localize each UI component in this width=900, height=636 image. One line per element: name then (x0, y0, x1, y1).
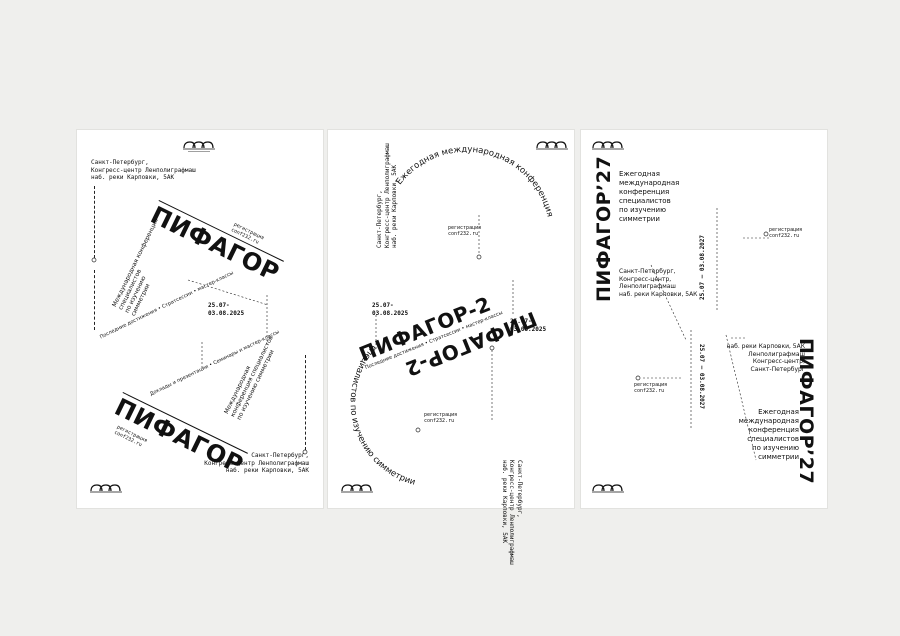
registration-text: регистрация conf232.ru (769, 227, 803, 239)
subtitle-2-text: Ежегодная международная конференция спец… (738, 408, 799, 461)
arc-graphics: Ежегодная международная конференция спец… (348, 145, 555, 488)
conference-logo-icon (183, 141, 215, 152)
connector-lines (91, 257, 308, 455)
location-2-text: Санкт-Петербург, Конгресс-центр Ленполиг… (204, 452, 309, 474)
conference-logo-icon (90, 484, 122, 493)
poster-pifagor-1: Санкт-Петербург, Конгресс-центр Ленполиг… (77, 130, 323, 508)
dates-text: 25.07- 03.08.2025 (372, 302, 409, 317)
dates-text: 25.07- 03.08.2025 (208, 302, 245, 317)
location-2-text: наб. реки Карповки, 5АК Ленполиграфмаш К… (726, 343, 805, 373)
conference-logo-icon (592, 141, 624, 150)
arc-top-text: Ежегодная международная конференция (394, 145, 554, 218)
connector-lines (635, 208, 769, 461)
registration-2-text: регистрация conf232.ru (424, 412, 458, 424)
subtitle-text: Ежегодная международная конференция спец… (619, 170, 680, 223)
location-text: Санкт-Петербург, Конгресс-центр Ленполиг… (91, 159, 196, 181)
location-text: Санкт-Петербург, Конгресс-центр, Ленполи… (619, 268, 698, 298)
dashed-line (94, 270, 95, 330)
conference-logo-icon (536, 141, 568, 150)
location-2-text: Санкт-Петербург, Конгресс-центр Ленполиг… (501, 460, 523, 565)
dates-2-text: 25.07- 03.08.2025 (510, 318, 547, 333)
conference-logo-icon (341, 484, 373, 493)
dashed-line (305, 355, 306, 450)
poster-pifagor-27: ПИФАГОР’27 Ежегодная международная конфе… (581, 130, 827, 508)
poster-pifagor-2: Ежегодная международная конференция спец… (328, 130, 574, 565)
registration-2-text: регистрация conf232.ru (634, 382, 668, 394)
dashed-line (94, 186, 95, 258)
registration-text: регистрация conf232.ru (448, 225, 482, 237)
conference-logo-icon (592, 484, 624, 493)
location-text: Санкт-Петербург, Конгресс-центр Ленполиг… (376, 143, 398, 248)
